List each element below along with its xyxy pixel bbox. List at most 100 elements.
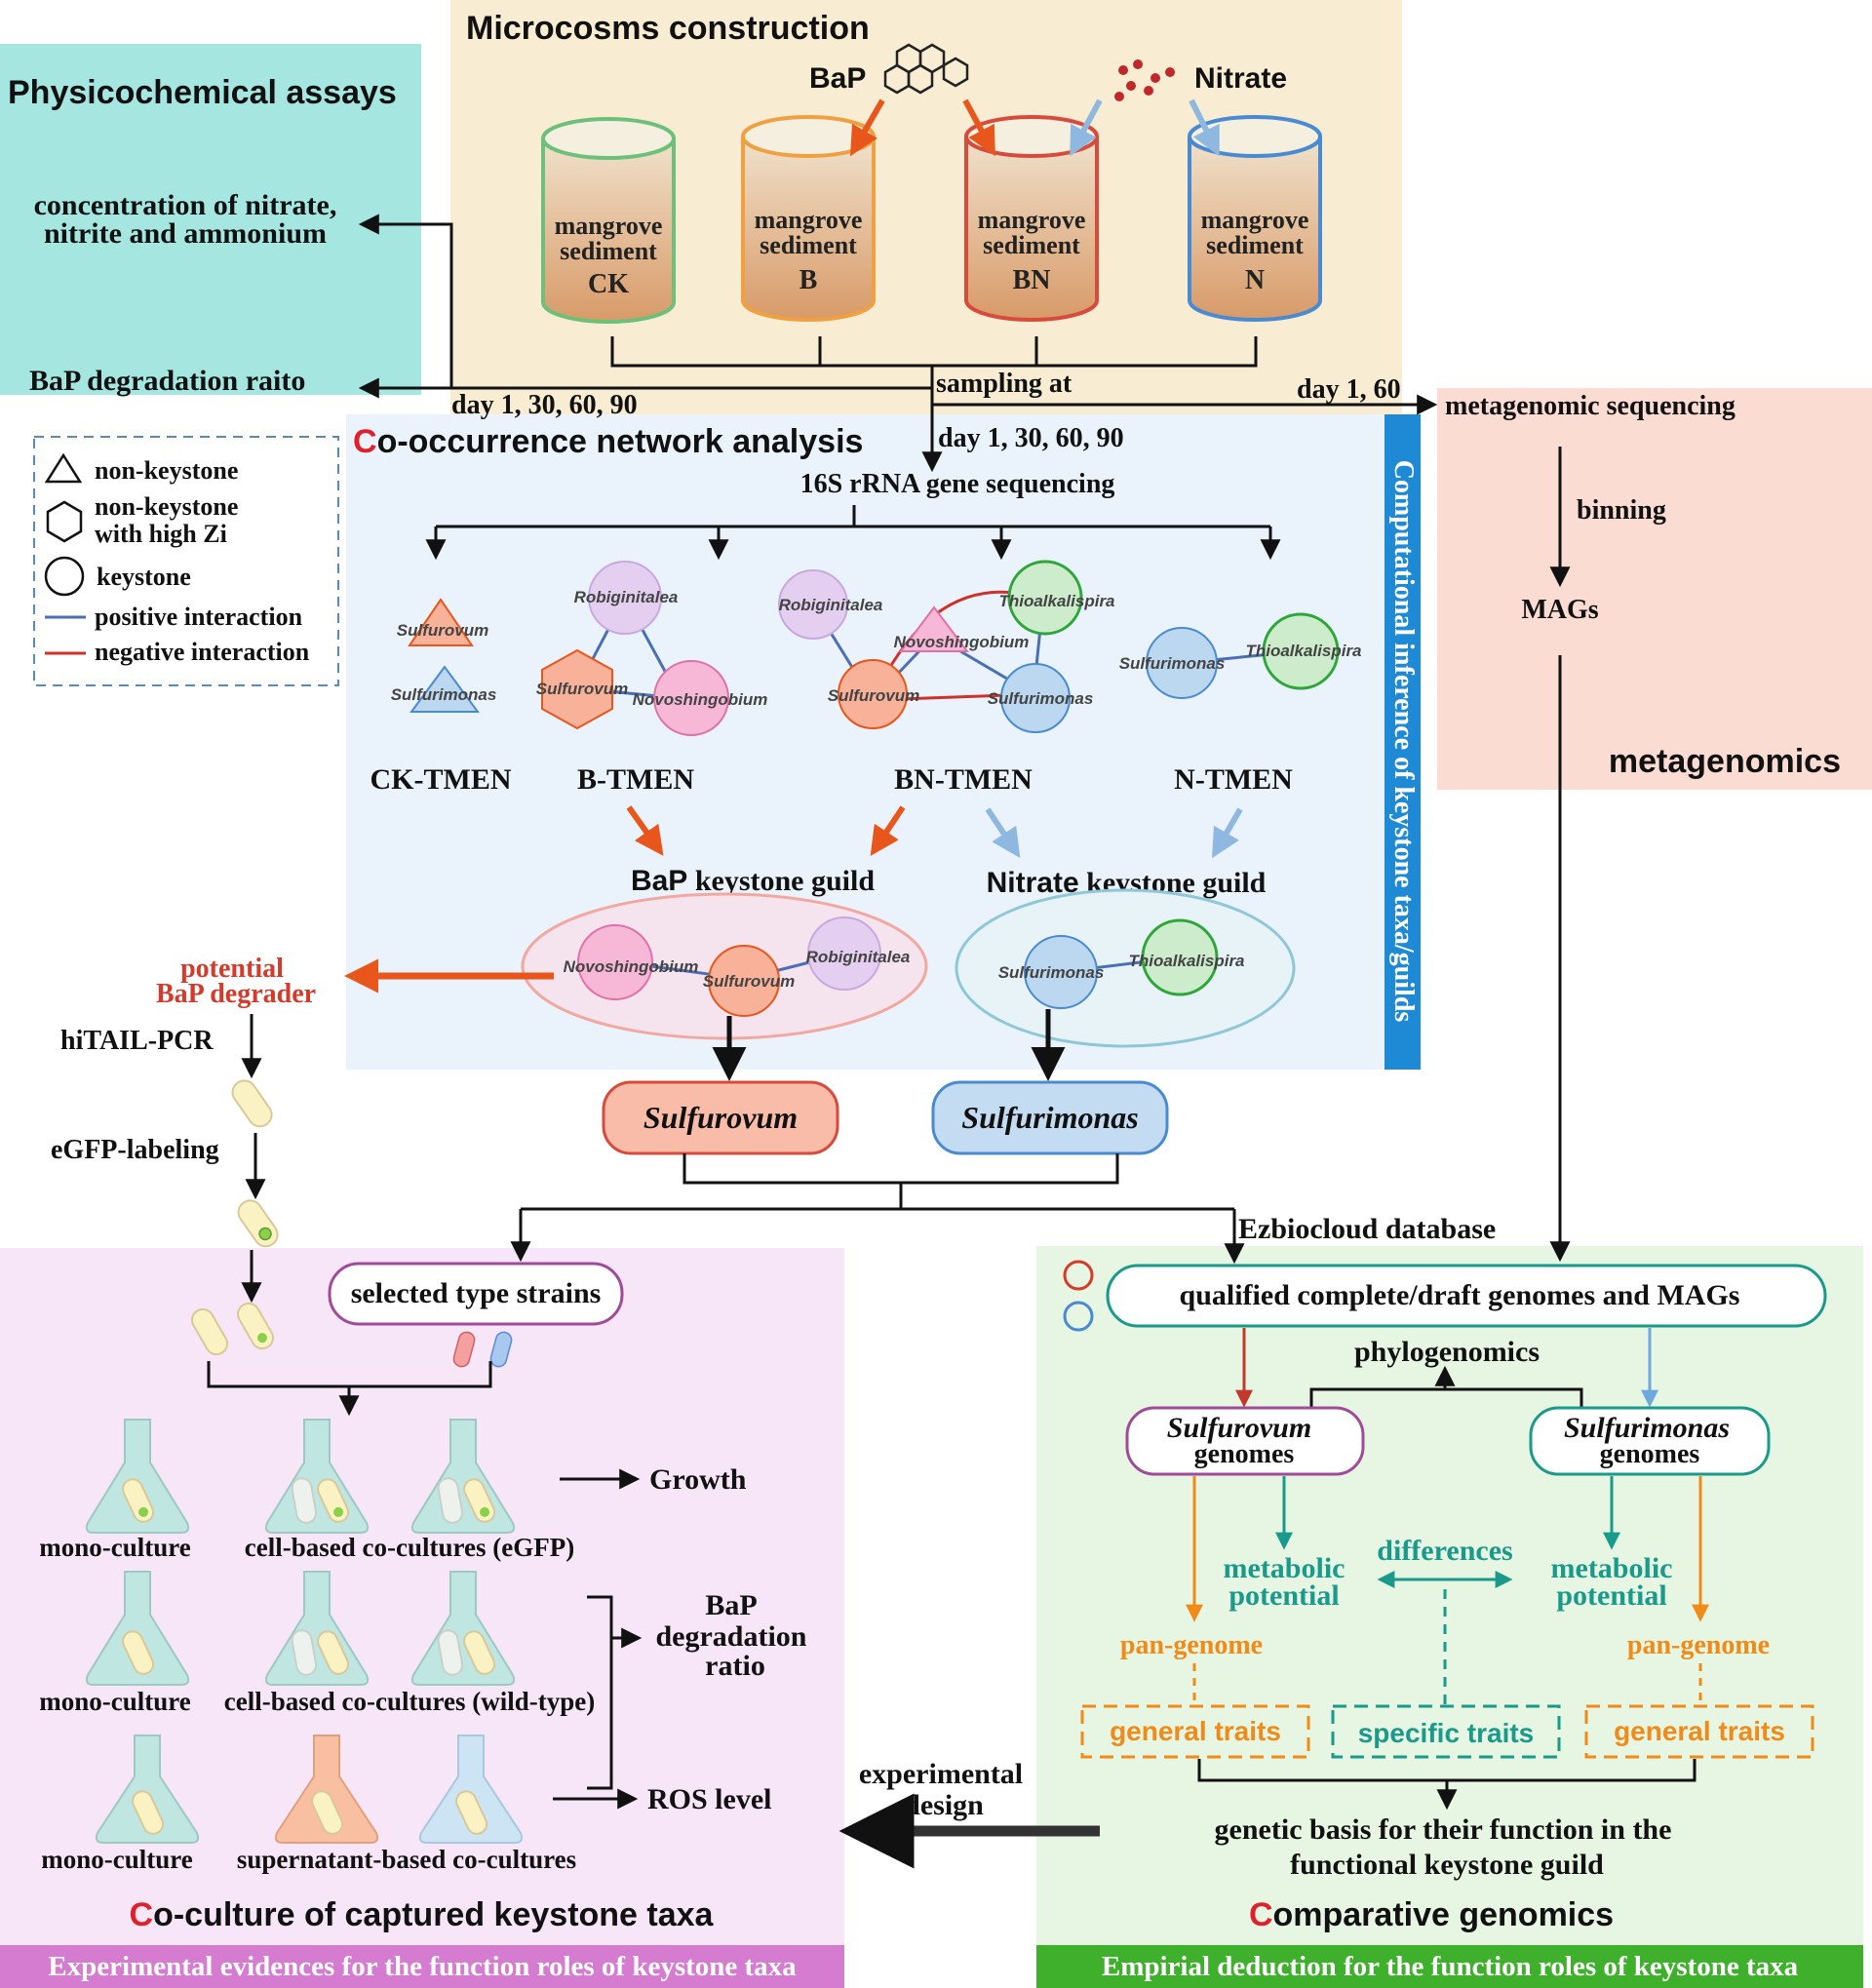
b-tmen-label: B-TMEN [577, 763, 694, 796]
coculture-footer-text: Experimental evidences for the function … [48, 1951, 797, 1982]
b-robiginitalea-label: Robiginitalea [574, 588, 679, 606]
legend-box [33, 436, 339, 686]
physico-panel [0, 44, 421, 395]
cylinder-ck-line2: sediment [560, 237, 657, 265]
metagenomic-sequencing: metagenomic sequencing [1445, 391, 1736, 421]
right-general-traits-label: general traits [1614, 1716, 1785, 1746]
ros-label: ROS level [647, 1783, 772, 1815]
guild-robiginitalea-label: Robiginitalea [806, 948, 911, 966]
qualified-genomes-box [1106, 1264, 1827, 1328]
cylinder-ck-line1: mangrove [555, 212, 663, 240]
flask-row-3 [95, 1735, 524, 1844]
sulfurovum-node [408, 598, 474, 646]
row1-co-label: cell-based co-cultures (eGFP) [245, 1533, 574, 1562]
nitrate-dots-icon [1114, 59, 1175, 101]
phylogenomics-bracket [1309, 1365, 1583, 1410]
selected-strains-box [328, 1262, 624, 1326]
cylinder-n-code: N [1245, 265, 1265, 295]
right-pangenome-label: pan-genome [1627, 1630, 1770, 1660]
legend-triangle: non-keystone [95, 456, 238, 485]
flask-icon [410, 1419, 516, 1534]
qualified-genomes-label: qualified complete/draft genomes and MAG… [1180, 1279, 1740, 1311]
bn-to-nitrate-guild-arrow [985, 807, 1021, 858]
legend-hexagon-line2: with high Zi [95, 520, 227, 548]
thioalkalispira-node [1141, 918, 1219, 996]
right-general-traits-box [1584, 1704, 1814, 1759]
sulfurimonas-genomes-box [1529, 1406, 1771, 1476]
sulfurovum-genomes-title: Sulfurovum [1167, 1412, 1311, 1444]
microcosm-title: Microcosms construction [466, 10, 870, 47]
ck-sulfurovum-label: Sulfurovum [397, 621, 488, 640]
bap-guild: Novoshingobium Robiginitalea Sulfurovum [521, 892, 928, 1040]
sulfurimonas-node [410, 665, 480, 713]
row1-mono-label: mono-culture [39, 1533, 191, 1562]
physico-title: Physicochemical assays [8, 74, 397, 111]
potential-line1: potential [180, 954, 284, 984]
bap-bracket [553, 1595, 643, 1810]
nitrate-label: Nitrate [1194, 62, 1287, 95]
genetic-basis-line1: genetic basis for their function in the [1215, 1813, 1672, 1846]
sulfurimonas-node [1000, 663, 1071, 733]
b-sulfurovum-label: Sulfurovum [536, 680, 628, 698]
n-sulfurimonas-label: Sulfurimonas [1119, 654, 1226, 673]
right-metabolic-line1: metabolic [1551, 1552, 1673, 1584]
bn-novoshingobium-label: Novoshingobium [894, 633, 1030, 651]
cylinder-bn: mangrove sediment BN [964, 115, 1099, 322]
b-to-bap-guild-arrow [626, 805, 664, 856]
flask-icon [85, 1571, 190, 1686]
cylinder-bn-code: BN [1013, 265, 1051, 295]
labeled-bacterium-icon [237, 1199, 279, 1248]
robiginitalea-node [807, 916, 881, 991]
traits-merge-connector [1197, 1759, 1696, 1811]
guild-sulfurovum-label: Sulfurovum [703, 972, 795, 991]
flask-icon [274, 1735, 379, 1844]
sulfurovum-box-label: Sulfurovum [644, 1100, 798, 1135]
sulfurimonas-genomes-title: Sulfurimonas [1564, 1412, 1730, 1444]
nitrate-arrow-to-bn [1070, 98, 1103, 157]
experimental-line2: design [904, 1789, 984, 1821]
bacteria-pair-icon [191, 1302, 274, 1356]
bn-robiginitalea-label: Robiginitalea [779, 596, 883, 614]
bap-arrow-to-b [850, 98, 885, 157]
legend-hexagon-line1: non-keystone [95, 492, 238, 521]
guild-novoshingobium-label: Novoshingobium [564, 957, 699, 976]
n-network: Sulfurimonas Thioalkalispira [1119, 612, 1362, 699]
sampling-bracket [610, 336, 1258, 388]
bap-ratio-line1: BaP [705, 1589, 757, 1621]
thioalkalispira-node [1007, 560, 1083, 636]
growth-label: Growth [649, 1463, 747, 1496]
cylinder-b-line2: sediment [760, 231, 857, 259]
cylinder-bn-line1: mangrove [978, 206, 1086, 234]
bap-label: BaP [809, 62, 866, 95]
cylinder-bn-line2: sediment [983, 231, 1080, 259]
physico-nitrate-line1: concentration of nitrate, [34, 189, 337, 221]
left-metabolic-line2: potential [1228, 1579, 1339, 1612]
egfp-label: eGFP-labeling [51, 1135, 219, 1165]
bn-sulfurimonas-label: Sulfurimonas [988, 689, 1094, 708]
blue-circle-icon [1063, 1301, 1094, 1332]
phylogenomics-label: phylogenomics [1354, 1336, 1540, 1368]
bn-thioalkalispira-label: Thioalkalispira [998, 592, 1114, 610]
cylinder-n: mangrove sediment N [1188, 115, 1322, 322]
physico-degradation-label: BaP degradation raito [29, 365, 305, 397]
experimental-line1: experimental [859, 1758, 1023, 1790]
bap-ratio-line2: degradation [655, 1620, 806, 1653]
n-tmen-label: N-TMEN [1174, 763, 1293, 796]
metagenomics-title: metagenomics [1609, 743, 1841, 780]
network-title: Co-occurrence network analysis [353, 423, 863, 460]
nitrate-guild-title: Nitrate keystone guild [987, 867, 1267, 899]
network-vertical-label: Computational inference of keystone taxa… [1388, 460, 1419, 1023]
metagenomics-panel [1437, 388, 1872, 790]
sulfurovum-hexagon-node [541, 648, 613, 730]
left-general-traits-label: general traits [1110, 1716, 1281, 1746]
sulfurovum-box [602, 1080, 839, 1155]
physico-nitrate-line2: nitrite and ammonium [44, 217, 327, 250]
n-to-nitrate-guild-arrow [1211, 807, 1243, 859]
right-metabolic-line2: potential [1556, 1579, 1666, 1612]
guild-sulfurimonas-label: Sulfurimonas [998, 963, 1105, 982]
genomics-footer-text: Empirial deduction for the function role… [1102, 1951, 1799, 1982]
sulfurovum-genomes-box [1125, 1406, 1365, 1476]
coculture-footer-bar [0, 1945, 844, 1988]
